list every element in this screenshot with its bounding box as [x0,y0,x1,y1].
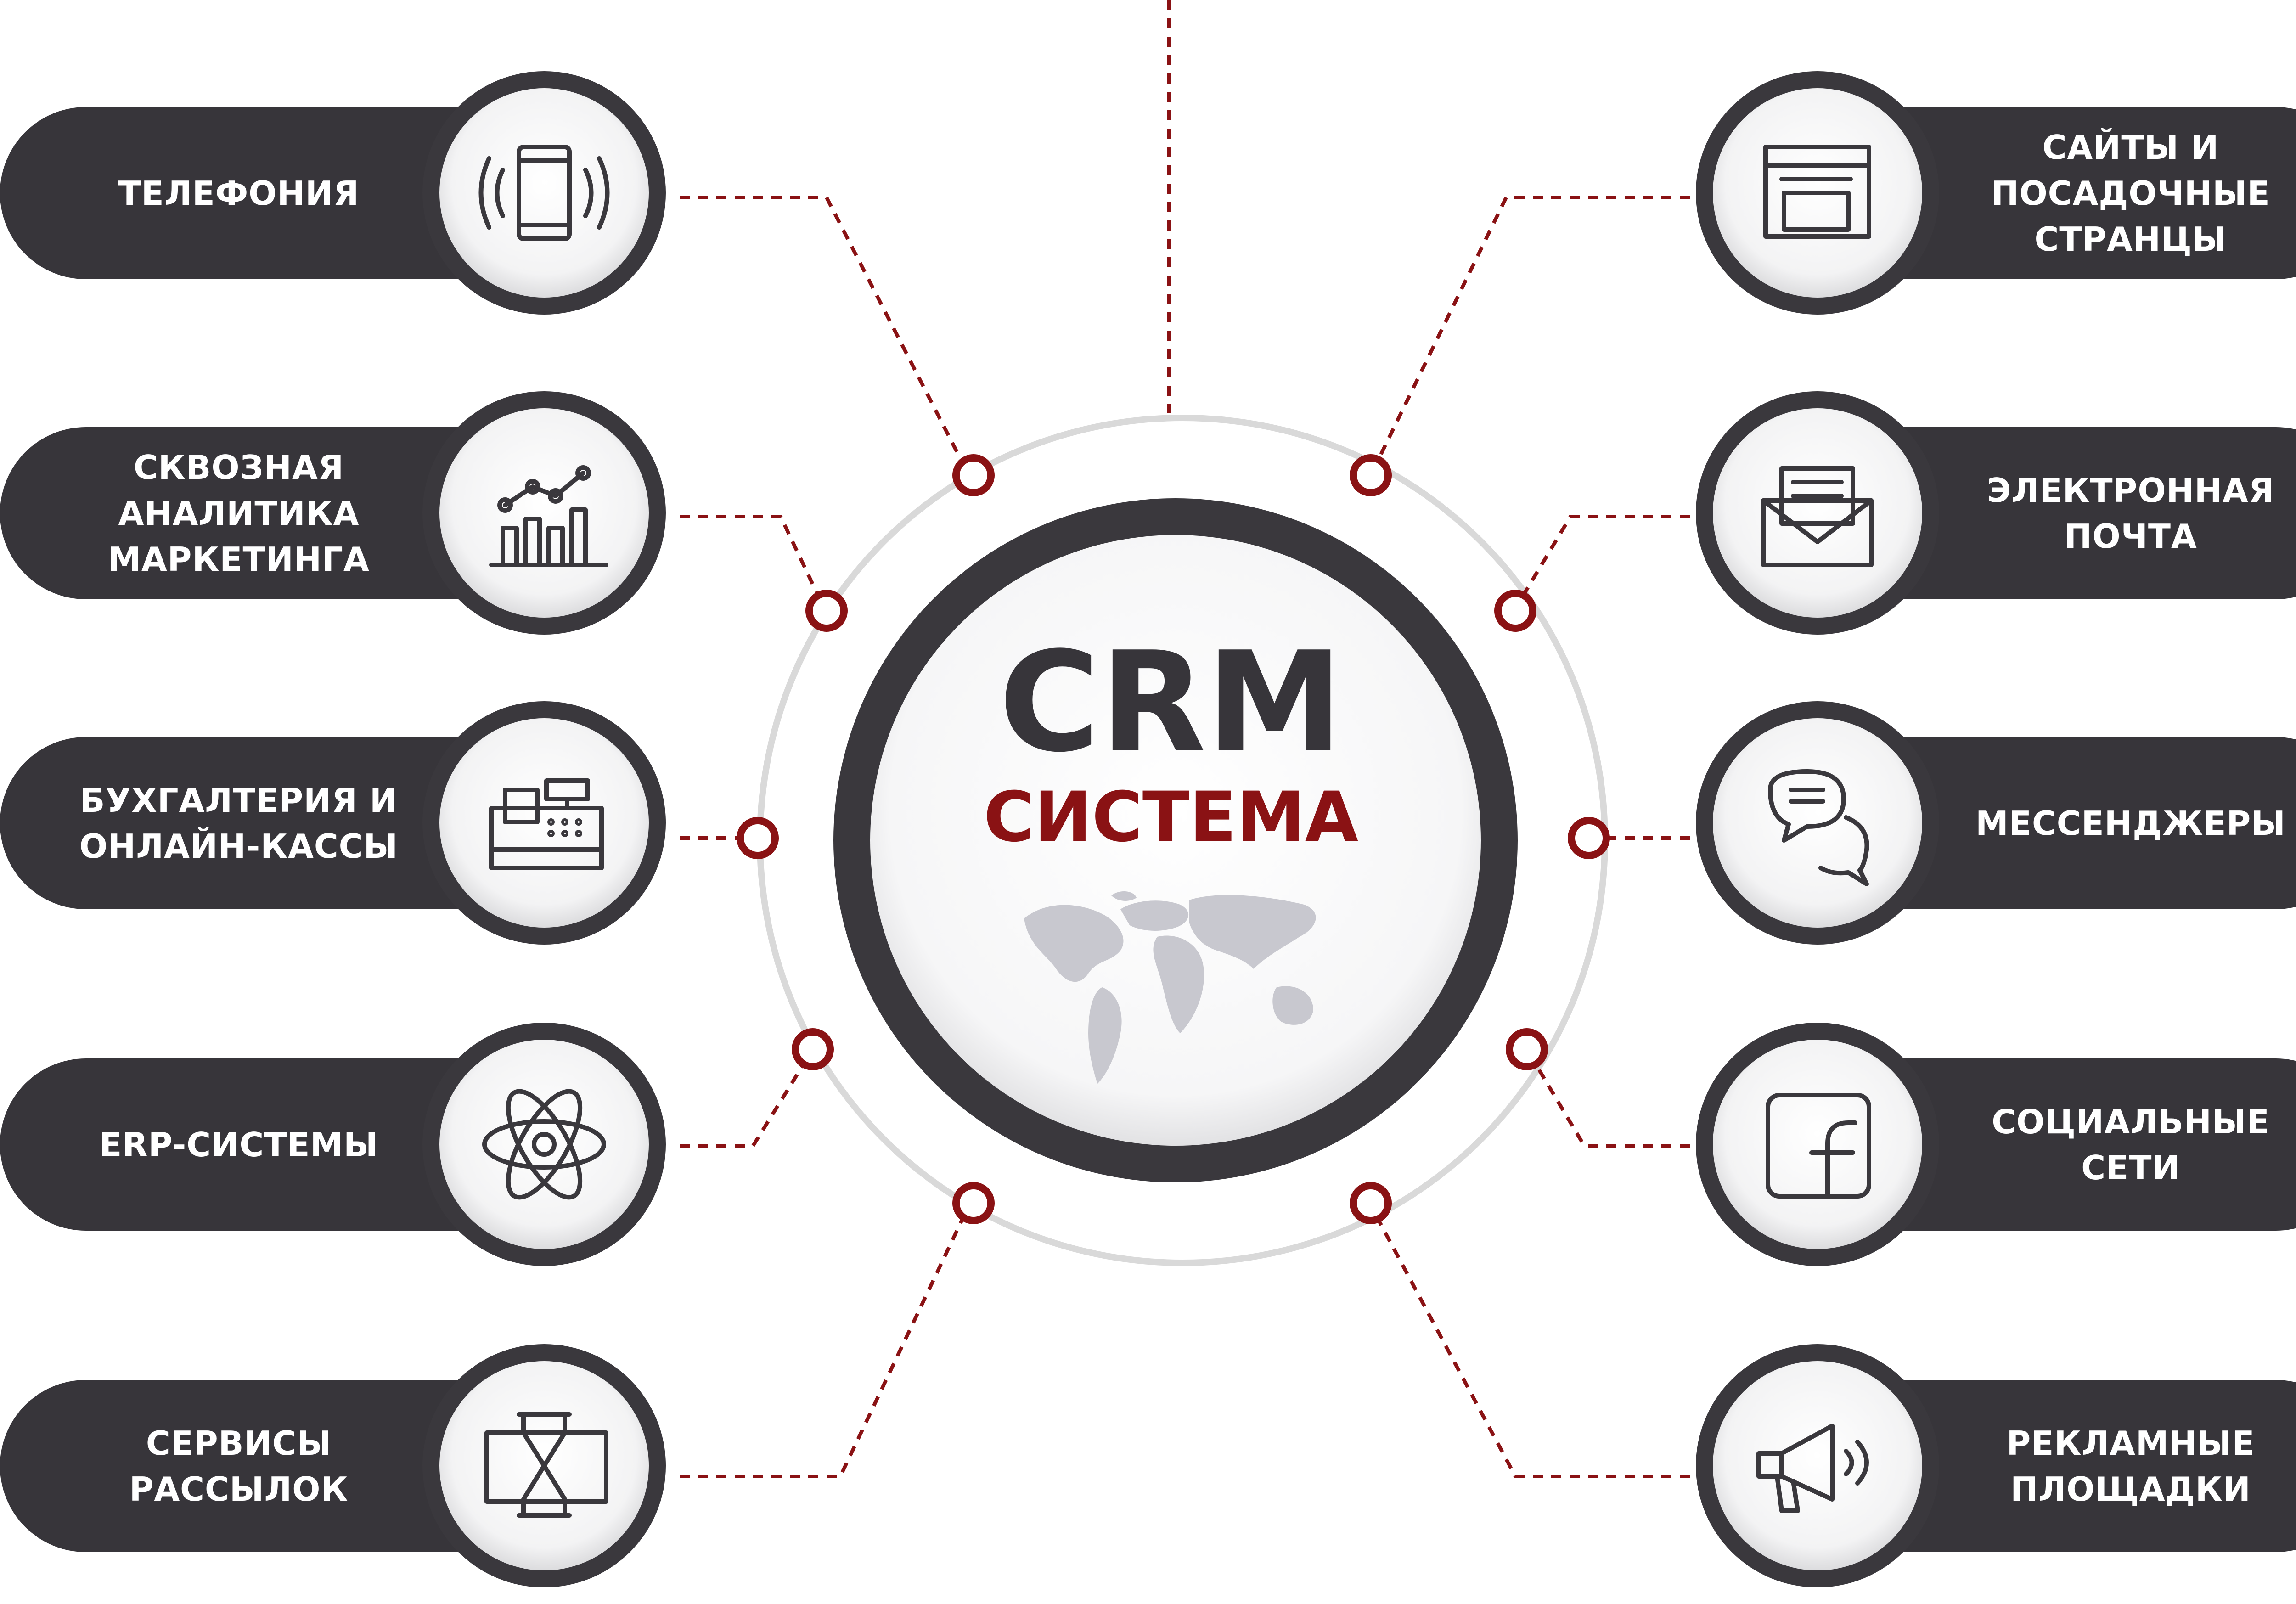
right-label-3: МЕССЕНДЖЕРЫ [1975,804,2286,843]
chat-bubbles-icon [1768,769,1869,886]
left-label-2: СКВОЗНАЯ АНАЛИТИКА МАРКЕТИНГА [108,448,370,579]
atom-icon [482,1089,606,1200]
right-label-2: ЭЛЕКТРОННАЯ ПОЧТА [1986,471,2275,556]
center-title: CRM [999,622,1343,782]
hourglass-mail-icon [484,1412,608,1518]
analytics-chart-icon [489,465,608,567]
connector-dots [737,454,1610,1224]
left-label-5: СЕРВИСЫ РАССЫЛОК [129,1424,349,1508]
ad-website-icon [1763,145,1871,239]
right-icon-circles [1696,71,1939,1587]
right-label-1: САЙТЫ И ПОСАДОЧНЫЕ СТРАНЦЫ [1991,128,2270,259]
world-map-icon [1024,891,1316,1084]
right-connectors [1369,196,1690,1478]
envelope-icon [1761,466,1874,567]
left-label-4: ERP-СИСТЕМЫ [99,1125,378,1164]
megaphone-icon [1756,1424,1869,1513]
left-icon-circles [422,71,666,1587]
left-label-1: ТЕЛЕФОНИЯ [118,174,360,213]
facebook-icon [1766,1093,1871,1199]
left-label-3: БУХГАЛТЕРИЯ И ОНЛАЙН-КАССЫ [79,781,399,866]
right-label-5: РЕКЛАМНЫЕ ПЛОЩАДКИ [2006,1424,2255,1508]
right-label-4: СОЦИАЛЬНЫЕ СЕТИ [1992,1102,2270,1187]
center-subtitle: СИСТЕМА [984,777,1358,857]
phone-vibration-icon [478,145,610,241]
center-circle [870,535,1481,1146]
cash-register-icon [489,778,604,870]
